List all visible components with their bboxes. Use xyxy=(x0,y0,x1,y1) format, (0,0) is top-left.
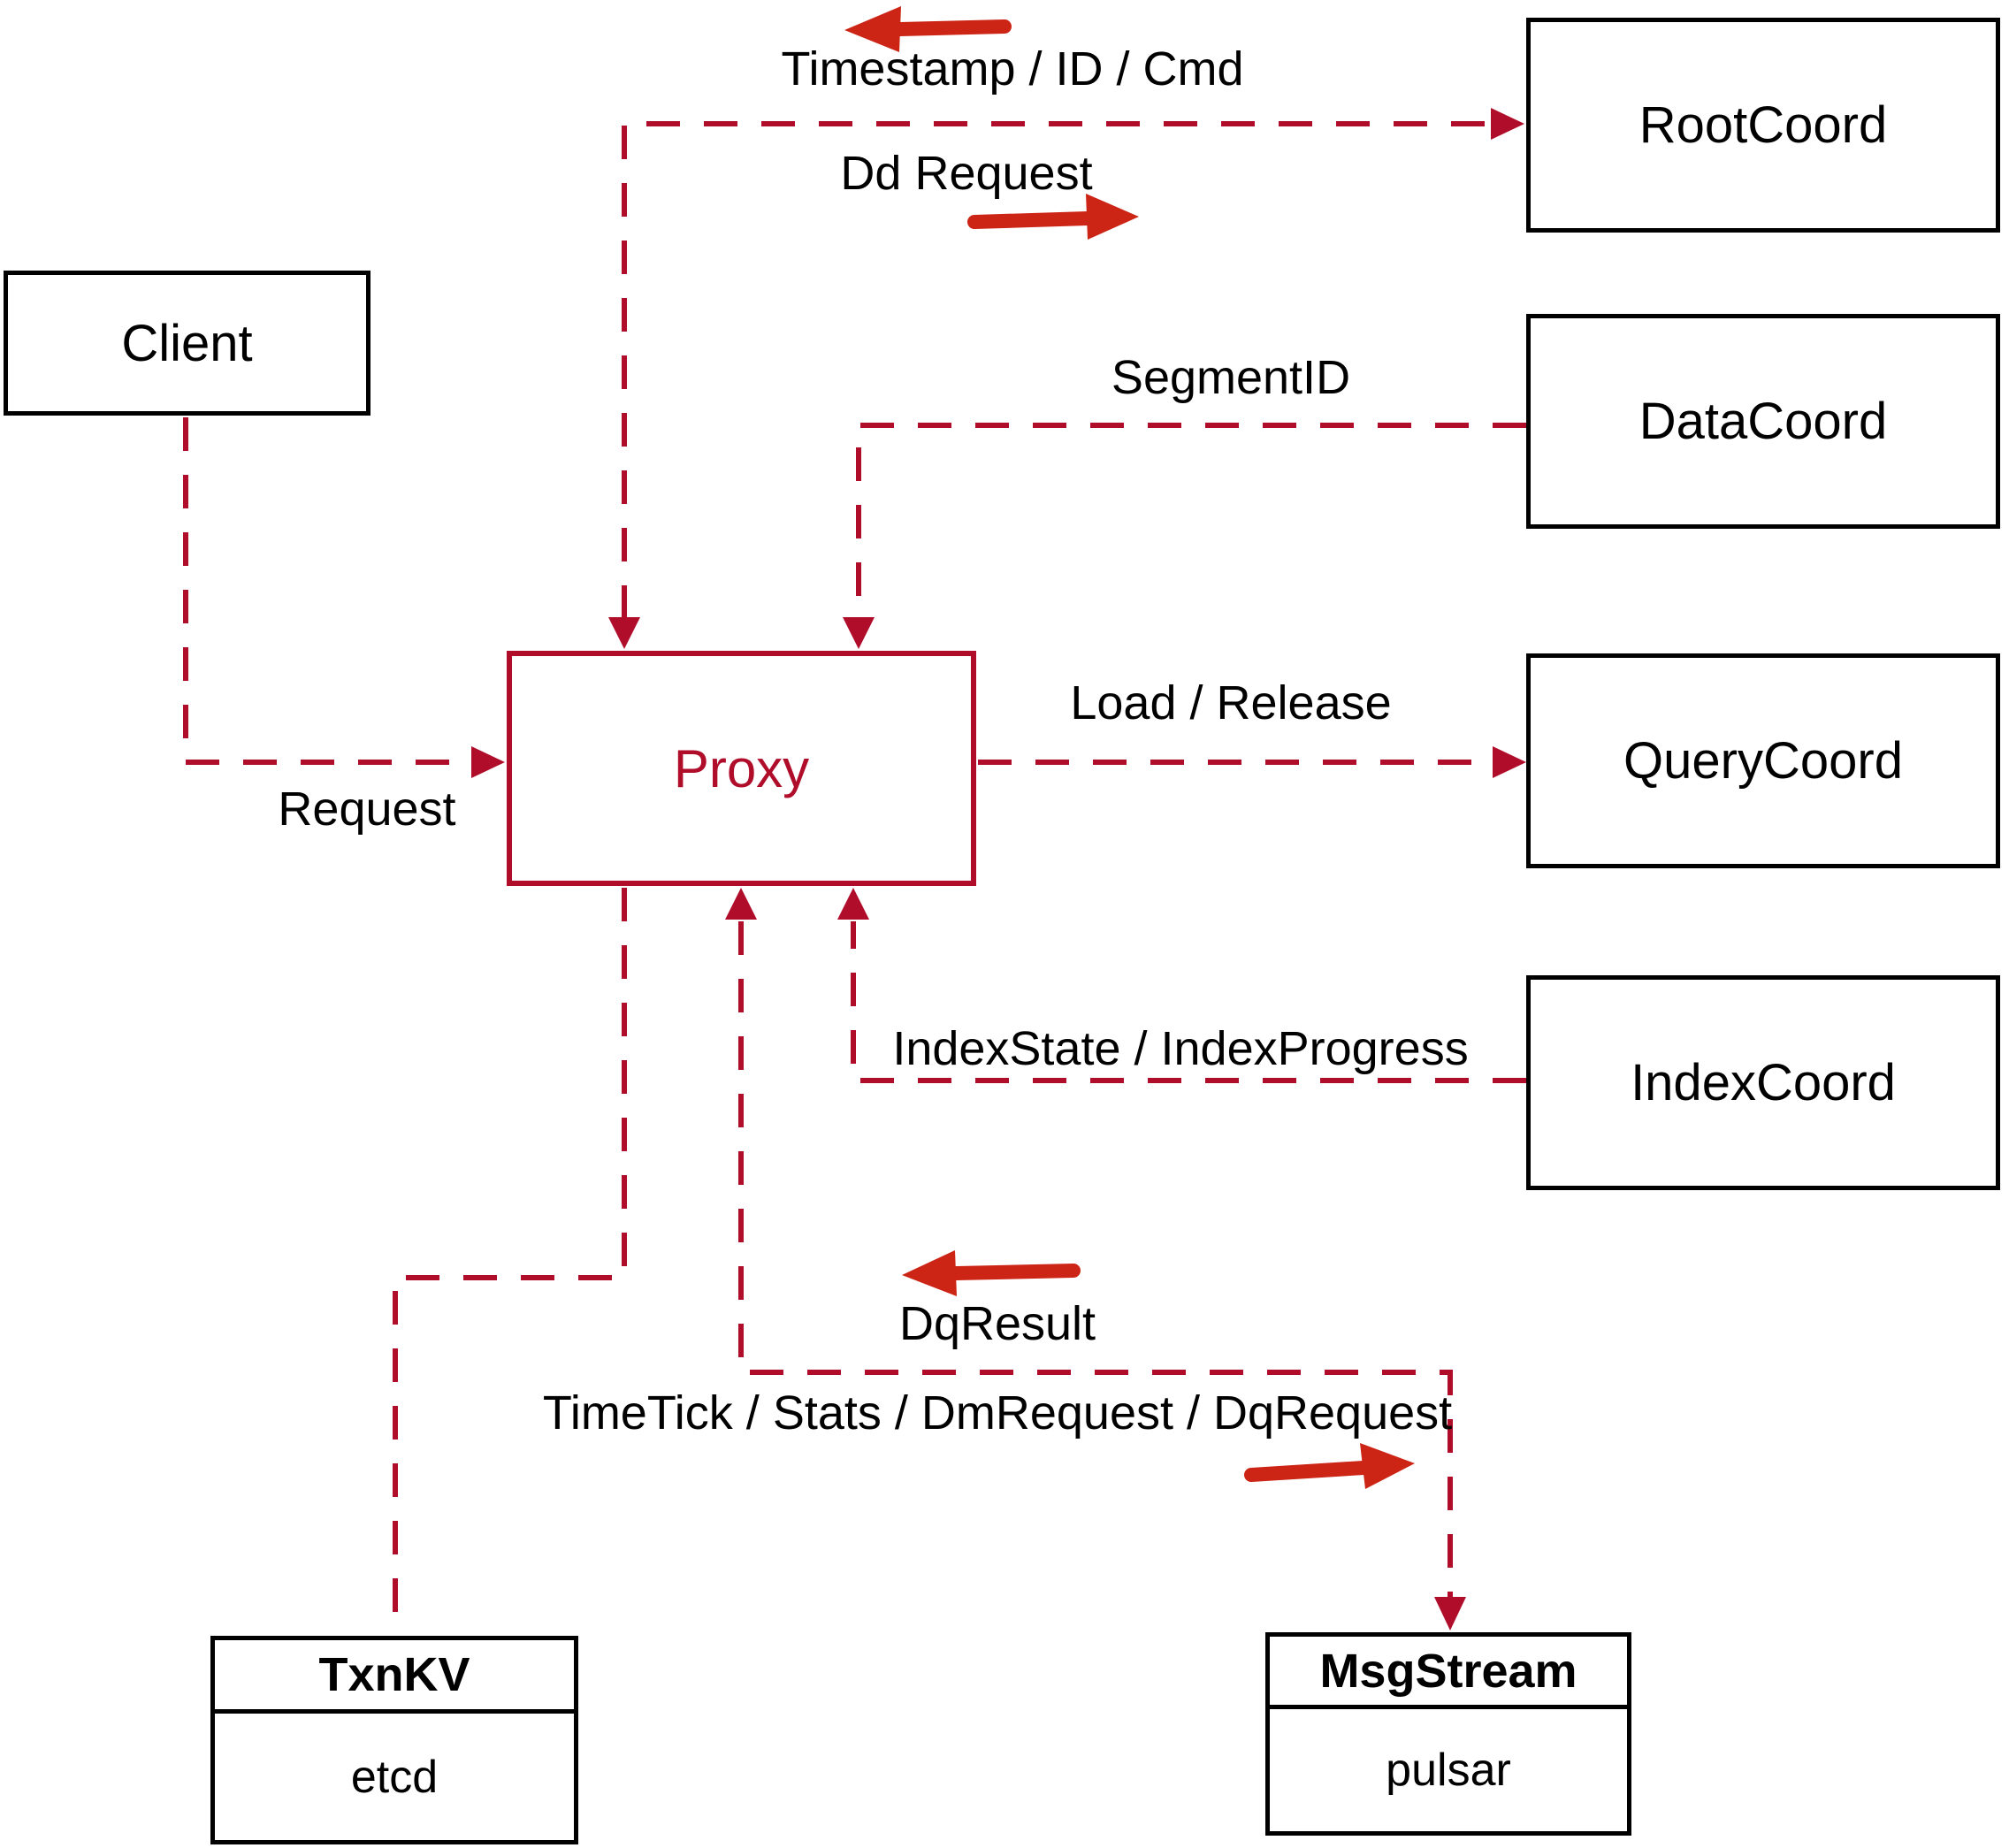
label-dq-result: DqResult xyxy=(898,1297,1096,1350)
label-dd-request: Dd Request xyxy=(840,147,1093,200)
label-timestamp-id-cmd: Timestamp / ID / Cmd xyxy=(781,42,1244,95)
edge-proxy-msgstream xyxy=(738,921,1453,1597)
edge-datacoord-to-proxy xyxy=(856,423,1526,619)
direction-arrow-left-dqresult xyxy=(902,1250,1081,1296)
node-indexcoord-label: IndexCoord xyxy=(1631,1054,1896,1111)
label-segment-id: SegmentID xyxy=(1111,351,1351,404)
label-load-release: Load / Release xyxy=(1070,676,1392,729)
node-client-label: Client xyxy=(121,314,253,372)
arrowhead-into-proxy-top-right xyxy=(843,617,875,649)
node-datacoord: DataCoord xyxy=(1526,314,2000,529)
edge-client-to-proxy xyxy=(183,417,470,765)
edge-proxy-to-txnkv xyxy=(393,888,627,1634)
arrowhead-into-proxy-left xyxy=(471,746,505,778)
node-datacoord-label: DataCoord xyxy=(1639,393,1888,450)
node-msgstream-subtitle: pulsar xyxy=(1386,1745,1511,1796)
node-txnkv-title: TxnKV xyxy=(215,1640,574,1714)
edge-indexcoord-to-proxy xyxy=(851,921,1526,1083)
direction-arrow-right-timetick xyxy=(1244,1443,1415,1489)
label-index-state-progress: IndexState / IndexProgress xyxy=(892,1022,1469,1075)
node-proxy: Proxy xyxy=(507,651,976,886)
direction-arrow-right-dd-request xyxy=(967,194,1139,240)
node-rootcoord: RootCoord xyxy=(1526,18,2000,233)
node-msgstream: MsgStream pulsar xyxy=(1265,1632,1631,1836)
node-txnkv: TxnKV etcd xyxy=(210,1636,578,1844)
arrowhead-into-rootcoord xyxy=(1491,108,1524,140)
arrowhead-into-proxy-top-left xyxy=(608,617,640,649)
arrowhead-into-msgstream xyxy=(1434,1597,1466,1630)
node-txnkv-subtitle: etcd xyxy=(350,1751,439,1803)
node-rootcoord-label: RootCoord xyxy=(1639,96,1888,154)
label-request: Request xyxy=(278,783,456,836)
node-querycoord: QueryCoord xyxy=(1526,653,2000,868)
node-proxy-label: Proxy xyxy=(673,738,810,798)
arrowhead-into-proxy-bottom-right xyxy=(837,888,869,920)
label-timetick-stats: TimeTick / Stats / DmRequest / DqRequest xyxy=(542,1386,1453,1439)
arrowhead-into-proxy-bottom-mid xyxy=(725,888,757,920)
direction-arrow-left-timestamp xyxy=(844,6,1012,52)
arrowhead-into-querycoord xyxy=(1493,746,1526,778)
node-client: Client xyxy=(4,271,370,416)
node-querycoord-label: QueryCoord xyxy=(1623,732,1903,790)
node-msgstream-title: MsgStream xyxy=(1270,1637,1627,1709)
node-indexcoord: IndexCoord xyxy=(1526,975,2000,1190)
